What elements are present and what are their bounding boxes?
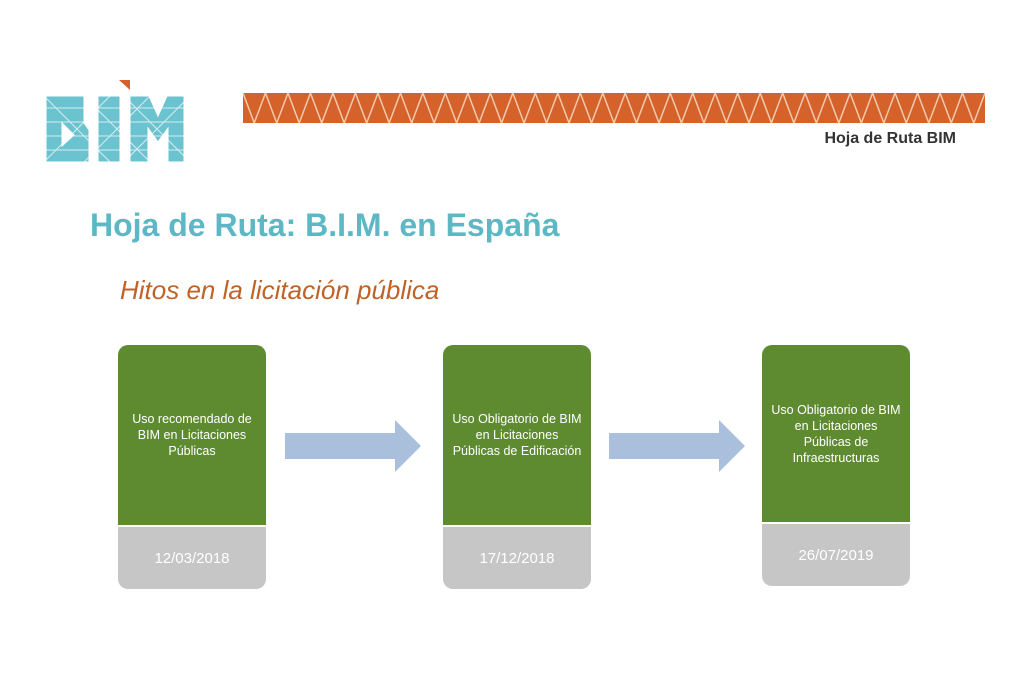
- arrow-right-icon: [285, 420, 421, 472]
- band-triangle: [894, 93, 919, 123]
- band-triangle: [264, 93, 289, 123]
- band-triangle: [287, 93, 312, 123]
- milestone-step-2: Uso Obligatorio de BIM en Licitaciones P…: [443, 345, 591, 589]
- band-triangle: [691, 93, 716, 123]
- band-triangle: [781, 93, 806, 123]
- milestone-label: Uso recomendado de BIM en Licitaciones P…: [118, 345, 266, 525]
- band-triangle: [939, 93, 964, 123]
- decorative-triangle-band: [243, 93, 985, 123]
- logo-flag-icon: [119, 80, 130, 90]
- band-triangle: [354, 93, 379, 123]
- band-triangle: [624, 93, 649, 123]
- band-triangle: [489, 93, 514, 123]
- band-triangle: [309, 93, 334, 123]
- band-triangle: [871, 93, 896, 123]
- header-label: Hoja de Ruta BIM: [824, 130, 956, 147]
- band-triangle: [557, 93, 581, 123]
- band-triangle: [849, 93, 874, 123]
- band-triangle: [444, 93, 469, 123]
- band-triangle: [243, 93, 267, 123]
- band-triangle: [332, 93, 357, 123]
- band-triangle: [377, 93, 402, 123]
- band-triangle: [512, 93, 537, 123]
- milestone-date: 17/12/2018: [443, 527, 591, 589]
- arrow-right-icon: [609, 420, 745, 472]
- band-triangle: [579, 93, 604, 123]
- band-triangle: [804, 93, 829, 123]
- band-triangle: [399, 93, 424, 123]
- band-triangle: [759, 93, 784, 123]
- page-title: Hoja de Ruta: B.I.M. en España: [90, 207, 560, 243]
- band-triangle: [467, 93, 492, 123]
- band-triangle: [714, 93, 739, 123]
- milestone-label: Uso Obligatorio de BIM en Licitaciones P…: [762, 345, 910, 522]
- band-triangle: [826, 93, 851, 123]
- band-triangle: [669, 93, 694, 123]
- band-triangle: [602, 93, 626, 123]
- band-triangle: [647, 93, 671, 123]
- milestone-step-1: Uso recomendado de BIM en Licitaciones P…: [118, 345, 266, 589]
- page-subtitle: Hitos en la licitación pública: [120, 275, 440, 305]
- band-triangle: [916, 93, 941, 123]
- band-triangle: [534, 93, 559, 123]
- milestone-step-3: Uso Obligatorio de BIM en Licitaciones P…: [762, 345, 910, 586]
- band-triangle: [961, 93, 985, 123]
- milestone-date: 12/03/2018: [118, 527, 266, 589]
- bim-logo: [44, 80, 189, 163]
- milestone-label: Uso Obligatorio de BIM en Licitaciones P…: [443, 345, 591, 525]
- milestone-date: 26/07/2019: [762, 524, 910, 586]
- band-triangle: [736, 93, 761, 123]
- band-triangle: [422, 93, 447, 123]
